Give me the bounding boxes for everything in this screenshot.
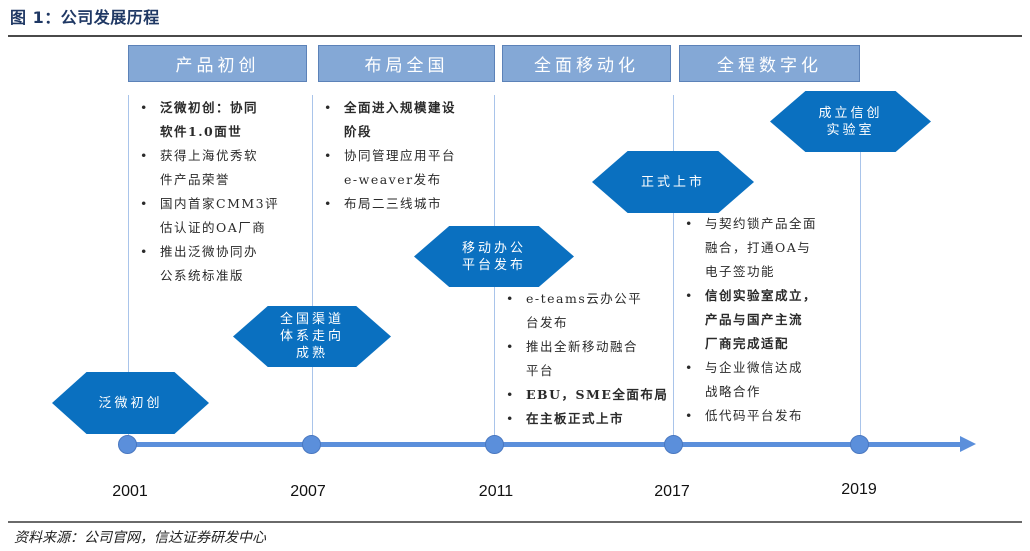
vline-2001: [128, 95, 129, 440]
timeline-node-2001: [118, 435, 137, 454]
detail-list-phase4: • 与契约锁产品全面融合，打通OA与电子签功能 • 信创实验室成立，产品与国产主…: [679, 212, 859, 428]
list-item: • 信创实验室成立，产品与国产主流厂商完成适配: [679, 284, 859, 356]
timeline-axis: [128, 442, 968, 447]
milestone-label: 泛微初创: [98, 395, 163, 411]
list-item: • 与契约锁产品全面融合，打通OA与电子签功能: [679, 212, 859, 284]
bullet-icon: •: [685, 288, 693, 303]
list-item: • e-teams云办公平台发布: [500, 287, 672, 335]
phase-box-full-digital: 全程数字化: [679, 45, 860, 82]
bullet-icon: •: [506, 291, 514, 306]
vline-2017: [673, 95, 674, 440]
bullet-icon: •: [685, 216, 693, 231]
source-note: 资料来源：公司官网，信达证券研发中心: [14, 530, 266, 546]
list-item: • 全面进入规模建设阶段: [318, 96, 494, 144]
milestone-label: 正式上市: [640, 174, 705, 190]
milestone-hex-2019: 成立信创实验室: [770, 91, 931, 152]
list-item: • 国内首家CMM3评估认证的OA厂商: [134, 192, 306, 240]
bullet-icon: •: [140, 100, 148, 115]
milestone-label: 成立信创实验室: [818, 105, 883, 138]
timeline-node-2017: [664, 435, 683, 454]
arrow-right-icon: [960, 436, 976, 452]
phase-box-product-startup: 产品初创: [128, 45, 307, 82]
list-item: • 泛微初创：协同软件1.0面世: [134, 96, 306, 144]
list-item: • 获得上海优秀软件产品荣誉: [134, 144, 306, 192]
timeline-node-2007: [302, 435, 321, 454]
milestone-hex-2001: 泛微初创: [52, 372, 209, 434]
list-item: • 与企业微信达成战略合作: [679, 356, 859, 404]
milestone-hex-2007: 全国渠道体系走向成熟: [233, 306, 391, 367]
year-label: 2011: [478, 483, 514, 500]
bottom-divider: [8, 521, 1022, 523]
detail-list-phase3: • e-teams云办公平台发布 • 推出全新移动融合平台 • EBU，SME全…: [500, 287, 672, 431]
figure-title: 图 1：公司发展历程: [10, 8, 160, 27]
list-item: • 推出泛微协同办公系统标准版: [134, 240, 306, 288]
bullet-icon: •: [140, 196, 148, 211]
bullet-icon: •: [506, 387, 514, 402]
bullet-icon: •: [685, 408, 693, 423]
milestone-hex-2017: 正式上市: [592, 151, 754, 213]
bullet-icon: •: [685, 360, 693, 375]
bullet-icon: •: [506, 339, 514, 354]
year-label: 2019: [841, 481, 877, 498]
list-item: • 推出全新移动融合平台: [500, 335, 672, 383]
bullet-icon: •: [324, 100, 332, 115]
vline-2019: [860, 150, 861, 440]
milestone-label: 移动办公平台发布: [461, 240, 526, 273]
bullet-icon: •: [140, 148, 148, 163]
bullet-icon: •: [140, 244, 148, 259]
vline-2007: [312, 95, 313, 440]
milestone-label: 全国渠道体系走向成熟: [279, 312, 344, 361]
phase-box-full-mobile: 全面移动化: [502, 45, 671, 82]
list-item: • EBU，SME全面布局: [500, 383, 672, 407]
bullet-icon: •: [324, 148, 332, 163]
timeline-node-2019: [850, 435, 869, 454]
bullet-icon: •: [506, 411, 514, 426]
list-item: • 布局二三线城市: [318, 192, 494, 216]
milestone-hex-2011: 移动办公平台发布: [414, 226, 574, 287]
timeline-node-2011: [485, 435, 504, 454]
bullet-icon: •: [324, 196, 332, 211]
year-label: 2007: [290, 483, 326, 500]
top-divider: [8, 35, 1022, 37]
year-label: 2001: [112, 483, 148, 500]
list-item: • 低代码平台发布: [679, 404, 859, 428]
list-item: • 在主板正式上市: [500, 407, 672, 431]
detail-list-phase1: • 泛微初创：协同软件1.0面世 • 获得上海优秀软件产品荣誉 • 国内首家CM…: [134, 96, 306, 288]
year-label: 2017: [654, 483, 690, 500]
phase-box-national-layout: 布局全国: [318, 45, 495, 82]
